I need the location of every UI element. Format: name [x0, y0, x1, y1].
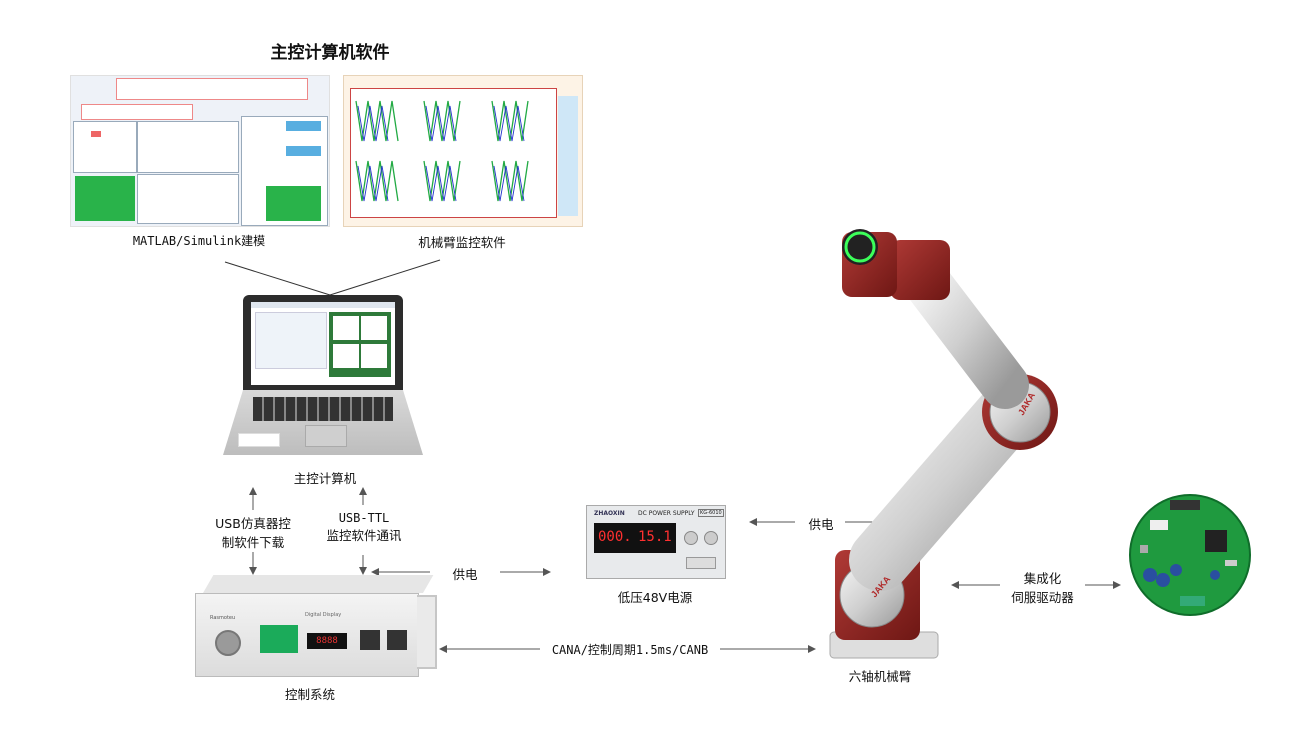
page-title: 主控计算机软件 [270, 43, 390, 63]
psu-label: 低压48V电源 [617, 590, 693, 605]
power-label-left: 供电 [452, 567, 478, 582]
power-supply-image: ZHAOXIN DC POWER SUPPLY KG-6010 000. 15.… [586, 505, 726, 580]
usb-ttl-label: USB-TTL 监控软件通讯 [326, 511, 402, 543]
matlab-label: MATLAB/Simulink建模 [132, 234, 266, 248]
monitor-software-label: 机械臂监控软件 [418, 235, 506, 250]
computer-label: 主控计算机 [293, 471, 357, 486]
control-system-label: 控制系统 [284, 687, 335, 702]
can-label: CANA/控制周期1.5ms/CANB [551, 643, 709, 657]
ctrl-digital-display: 8888 [307, 633, 347, 649]
control-system-image: Rasmoteu Digital Display 8888 [195, 575, 440, 680]
usb-emulator-label: USB仿真器控 制软件下载 [215, 516, 291, 550]
power-label-right: 供电 [808, 517, 834, 532]
simulink-screenshot [70, 75, 330, 227]
laptop-image [223, 295, 423, 460]
monitor-software-screenshot [343, 75, 583, 227]
robot-label: 六轴机械臂 [848, 669, 912, 684]
servo-label: 集成化 伺服驱动器 [1011, 571, 1074, 605]
